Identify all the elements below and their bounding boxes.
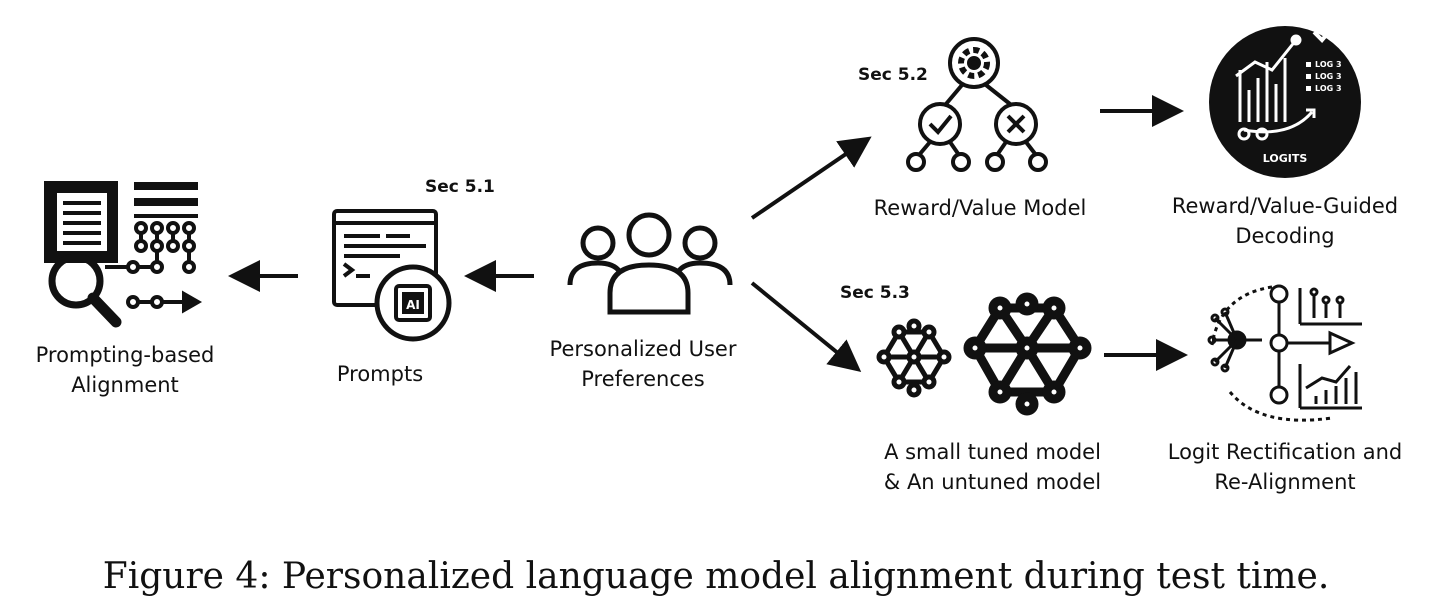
label-line: Decoding (1235, 224, 1335, 248)
arrow-preferences-to-tuned (750, 281, 862, 373)
label-line: Reward/Value-Guided (1171, 194, 1399, 218)
svg-text:LOG 3: LOG 3 (1315, 72, 1342, 81)
logits-badge: LOGITS (1263, 152, 1308, 165)
section-tag-5-2: Sec 5.2 (858, 65, 928, 85)
label-line: Prompting-based (35, 343, 215, 367)
node-label-logit-rectification: Logit Rectification and Re-Alignment (1150, 437, 1420, 497)
label-line: Reward/Value Model (873, 196, 1087, 220)
svg-text:LOG 3: LOG 3 (1315, 60, 1342, 69)
logits-chart-icon: LOG 3 LOG 3 LOG 3 LOGITS (1209, 24, 1361, 178)
section-tag-5-1: Sec 5.1 (425, 177, 495, 197)
node-label-prompts: Prompts (300, 359, 460, 389)
svg-text:LOG 3: LOG 3 (1315, 84, 1342, 93)
label-line: Alignment (71, 373, 179, 397)
network-to-charts-icon (1207, 284, 1362, 422)
label-line: Personalized User (549, 337, 737, 361)
label-line: Logit Rectification and (1167, 440, 1403, 464)
document-magnifier-circuit-icon (44, 181, 203, 328)
section-tag-5-3: Sec 5.3 (840, 283, 910, 303)
label-line: Prompts (336, 362, 424, 386)
node-label-reward-model: Reward/Value Model (865, 193, 1095, 223)
node-label-guided-decoding: Reward/Value-Guided Decoding (1150, 191, 1420, 251)
label-line: Re-Alignment (1214, 470, 1356, 494)
node-label-tuned-untuned: A small tuned model & An untuned model (865, 437, 1120, 497)
neural-network-pair-icon (876, 292, 1092, 416)
arrow-preferences-to-reward (750, 136, 872, 220)
node-label-user-preferences: Personalized User Preferences (528, 334, 758, 394)
gear-decision-tree-icon (906, 37, 1048, 172)
label-line: & An untuned model (883, 470, 1102, 494)
label-line: Preferences (581, 367, 705, 391)
node-label-prompting-alignment: Prompting-based Alignment (15, 340, 235, 400)
figure-caption: Figure 4: Personalized language model al… (102, 556, 1330, 597)
user-group-icon (567, 212, 733, 315)
prompt-window-ai-chip-icon: AI (332, 209, 452, 342)
svg-text:AI: AI (406, 298, 420, 312)
label-line: A small tuned model (884, 440, 1101, 464)
